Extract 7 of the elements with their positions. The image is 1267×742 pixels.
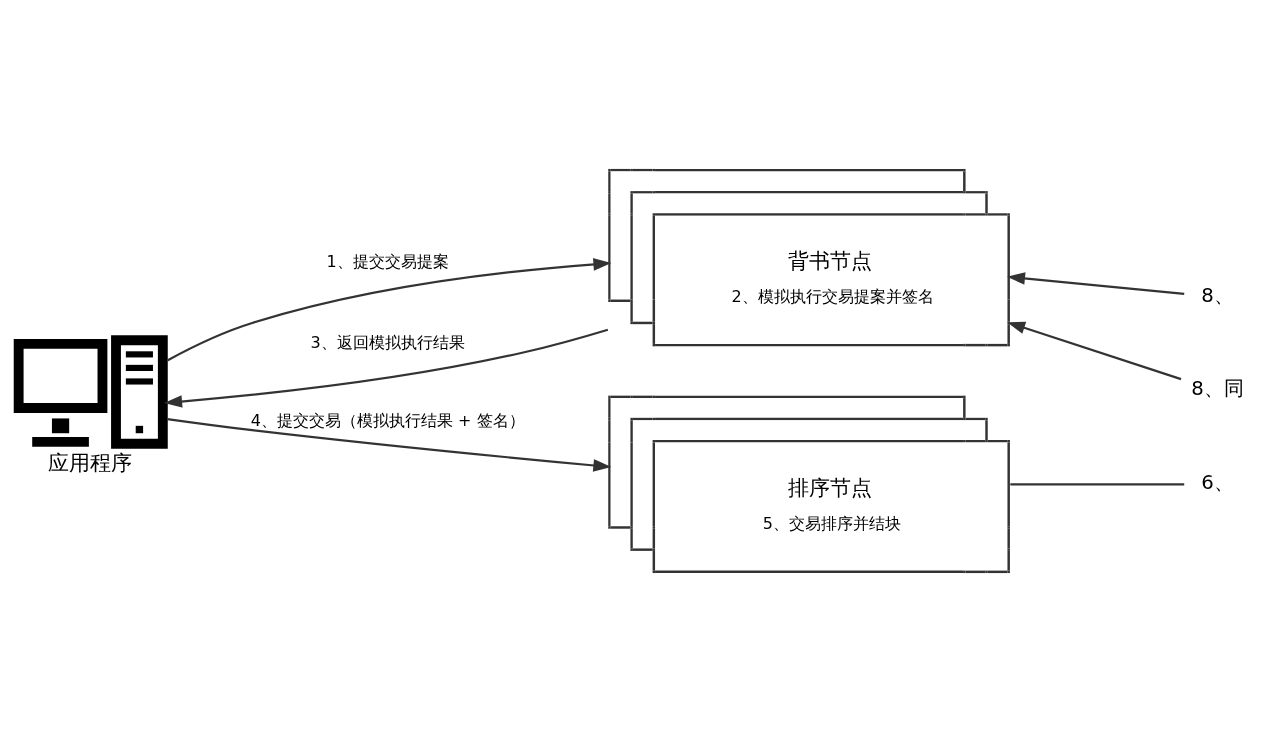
edge-label: 4、提交交易（模拟执行结果 + 签名） [250,410,525,430]
edge-label: 3、返回模拟执行结果 [310,333,465,353]
node-text: 8、同 [1191,377,1244,401]
node-text: 6、 [1201,471,1234,495]
edge-label: 1、提交交易提案 [326,251,449,271]
node-text: 8、 [1201,283,1234,307]
node-label: 应用程序 [47,451,132,476]
